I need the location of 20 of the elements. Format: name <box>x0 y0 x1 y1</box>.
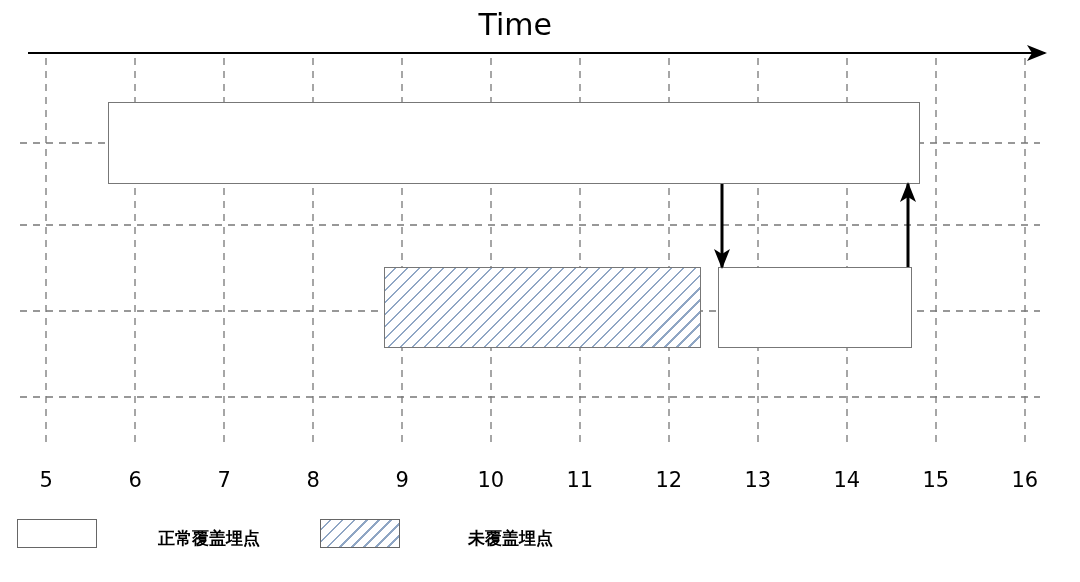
axis-title: Time <box>478 6 552 42</box>
tick-label: 13 <box>744 468 772 492</box>
box <box>108 102 920 184</box>
tick-label: 15 <box>922 468 950 492</box>
tick-label: 5 <box>39 468 53 492</box>
tick-label: 7 <box>217 468 231 492</box>
arrow <box>900 182 916 267</box>
hatched-box <box>384 267 701 348</box>
tick-label: 10 <box>477 468 505 492</box>
box <box>718 267 912 348</box>
tick-label: 14 <box>833 468 861 492</box>
arrow <box>714 184 730 269</box>
tick-label: 12 <box>655 468 683 492</box>
tick-label: 9 <box>395 468 409 492</box>
legend-label: 未覆盖埋点 <box>468 526 553 550</box>
tick-label: 8 <box>306 468 320 492</box>
legend-label: 正常覆盖埋点 <box>158 526 260 550</box>
tick-label: 16 <box>1011 468 1039 492</box>
tick-label: 11 <box>566 468 594 492</box>
tick-label: 6 <box>128 468 142 492</box>
